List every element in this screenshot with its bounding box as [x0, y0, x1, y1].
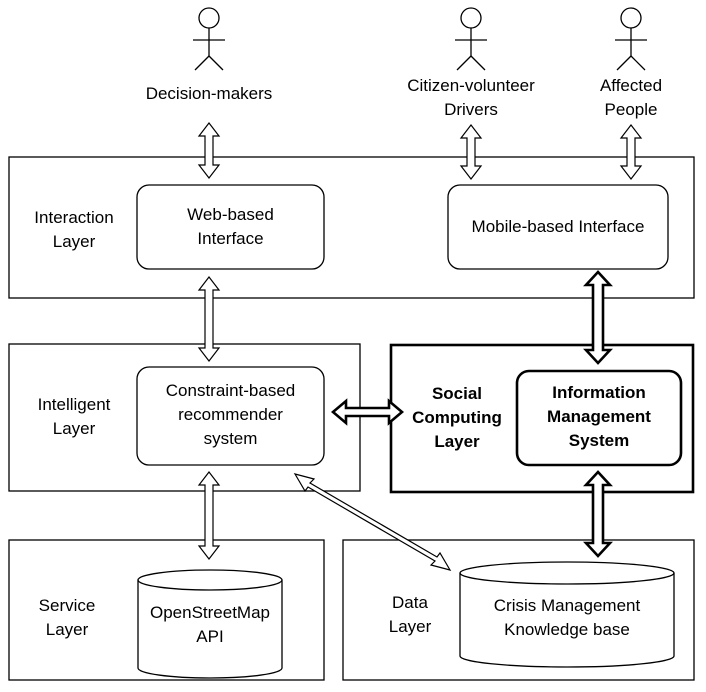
intelligent-layer-line2: Layer: [52, 419, 96, 438]
service-layer-box: [8, 539, 325, 681]
ims-line3: System: [568, 431, 630, 450]
actor-decision-makers-label: Decision-makers: [134, 82, 284, 106]
data-layer-line2: Layer: [388, 617, 432, 636]
data-layer-line1: Data: [392, 593, 428, 612]
osm-api-cylinder: [137, 569, 283, 679]
arrow-mobile-ims: [583, 270, 613, 365]
ims-box: [515, 369, 683, 467]
arrow-drivers-mobile: [459, 124, 483, 180]
arrow-ims-knowledge-base: [583, 470, 613, 558]
social-layer-line2: Computing: [412, 408, 502, 427]
actor-decision-makers-figure: [193, 7, 225, 71]
recommender-label: Constraint-based recommender system: [137, 379, 324, 451]
recommender-box: [136, 366, 325, 466]
ims-line2: Management: [547, 407, 651, 426]
data-layer-label: Data Layer: [370, 591, 450, 639]
osm-api-line2: API: [196, 627, 224, 646]
osm-api-label: OpenStreetMap API: [138, 601, 282, 649]
social-computing-layer-label: Social Computing Layer: [400, 382, 514, 454]
ims-label: Information Management System: [517, 381, 681, 453]
web-interface-line2: Interface: [197, 229, 264, 248]
mobile-interface-box: [447, 184, 669, 270]
mobile-interface-label: Mobile-based Interface: [448, 215, 668, 239]
intelligent-layer-box: [8, 343, 361, 492]
service-layer-line1: Service: [38, 596, 96, 615]
recommender-line2: recommender: [178, 405, 283, 424]
interaction-layer-line1: Interaction: [34, 208, 114, 227]
arrow-decision-makers-web: [197, 122, 221, 179]
knowledge-base-cylinder: [459, 561, 675, 668]
arrow-web-recommender: [197, 276, 221, 362]
actor-affected-people-line2: People: [604, 100, 658, 119]
data-layer-box: [342, 539, 695, 681]
arrow-recommender-social: [330, 398, 405, 426]
actor-drivers-label: Citizen-volunteer Drivers: [391, 74, 551, 122]
actor-drivers-line1: Citizen-volunteer: [407, 76, 535, 95]
mobile-interface-line1: Mobile-based Interface: [471, 217, 645, 236]
interaction-layer-label: Interaction Layer: [20, 206, 128, 254]
osm-api-line1: OpenStreetMap: [149, 603, 270, 622]
actor-drivers-figure: [455, 7, 487, 71]
arrow-recommender-osm: [197, 471, 221, 560]
web-interface-line1: Web-based: [187, 205, 274, 224]
interaction-layer-box: [8, 156, 695, 299]
arrow-recommender-knowledge-base: [293, 473, 452, 571]
intelligent-layer-line1: Intelligent: [37, 395, 111, 414]
actor-affected-people-figure: [615, 7, 647, 71]
web-interface-label: Web-based Interface: [137, 203, 324, 251]
intelligent-layer-label: Intelligent Layer: [20, 393, 128, 441]
web-interface-box: [136, 184, 325, 270]
recommender-line3: system: [203, 429, 258, 448]
knowledge-base-line1: Crisis Management: [493, 596, 641, 615]
social-layer-line3: Layer: [434, 432, 480, 451]
social-layer-line1: Social: [431, 384, 483, 403]
ims-line1: Information: [552, 383, 646, 402]
actor-drivers-line2: Drivers: [444, 100, 498, 119]
actor-affected-people-label: Affected People: [581, 74, 681, 122]
actor-affected-people-line1: Affected: [599, 76, 663, 95]
service-layer-label: Service Layer: [20, 594, 114, 642]
actor-decision-makers-line1: Decision-makers: [145, 84, 273, 103]
service-layer-line2: Layer: [45, 620, 89, 639]
interaction-layer-line2: Layer: [52, 232, 96, 251]
knowledge-base-line2: Knowledge base: [504, 620, 630, 639]
recommender-line1: Constraint-based: [165, 381, 296, 400]
arrow-people-mobile: [619, 124, 643, 180]
knowledge-base-label: Crisis Management Knowledge base: [460, 594, 674, 642]
